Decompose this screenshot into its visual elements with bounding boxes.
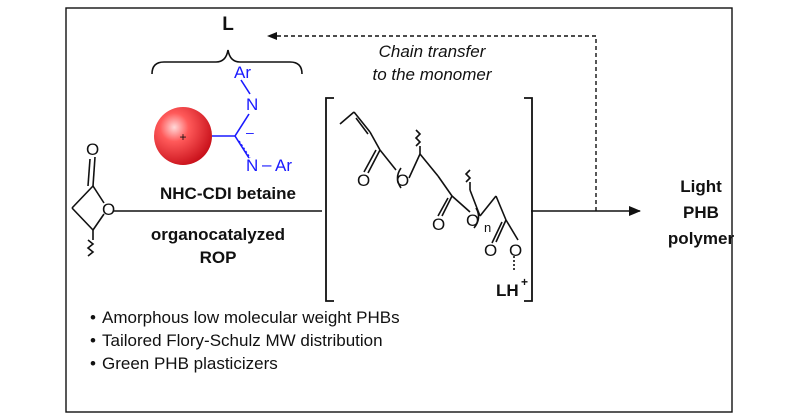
bullet-icon: • xyxy=(90,308,96,327)
betaine-name: NHC-CDI betaine xyxy=(160,184,296,203)
chain-transfer-arrow xyxy=(267,32,597,211)
cdi-ar-bottom: Ar xyxy=(275,156,292,175)
counter-cation: LH xyxy=(496,281,519,300)
product-line3: polymer xyxy=(668,229,735,248)
chain-transfer-line2: to the monomer xyxy=(372,65,492,84)
monomer-o-carbonyl: O xyxy=(86,140,99,159)
highlights-list: • Amorphous low molecular weight PHBs • Ta… xyxy=(90,306,400,375)
polymer-o4: O xyxy=(466,211,479,230)
highlight-text: Green PHB plasticizers xyxy=(102,354,278,373)
cdi-anion: – xyxy=(246,124,254,140)
highlight-text: Tailored Flory-Schulz MW distribution xyxy=(102,331,383,350)
polymer-o6: O xyxy=(509,241,522,260)
conditions-line1: organocatalyzed xyxy=(151,225,285,244)
ligand-label: L xyxy=(222,14,234,35)
cdi-n-top: N xyxy=(246,95,258,114)
cdi-fragment xyxy=(212,79,251,159)
highlight-item: • Amorphous low molecular weight PHBs xyxy=(90,306,400,329)
nhc-charge: + xyxy=(179,130,186,144)
counter-cation-charge: + xyxy=(521,275,528,289)
cdi-ar-top: Ar xyxy=(234,63,251,82)
right-bracket xyxy=(524,97,533,302)
polymer-structure xyxy=(339,111,519,272)
left-bracket xyxy=(325,97,334,302)
polymer-repeat-n: n xyxy=(484,220,491,235)
ligand-brace xyxy=(151,49,303,75)
bullet-icon: • xyxy=(90,331,96,350)
polymer-o1: O xyxy=(357,171,370,190)
monomer-o-ring: O xyxy=(102,200,115,219)
polymer-o5: O xyxy=(484,241,497,260)
polymer-o2: O xyxy=(396,171,409,190)
cdi-dash: – xyxy=(262,155,272,174)
bullet-icon: • xyxy=(90,354,96,373)
frame-border xyxy=(65,7,733,413)
conditions-line2: ROP xyxy=(200,248,237,267)
monomer-structure xyxy=(71,156,105,257)
highlight-text: Amorphous low molecular weight PHBs xyxy=(102,308,400,327)
nhc-sphere xyxy=(154,107,212,165)
polymer-o3: O xyxy=(432,215,445,234)
chain-transfer-line1: Chain transfer xyxy=(379,42,487,61)
cdi-n-bottom: N xyxy=(246,156,258,175)
highlight-item: • Green PHB plasticizers xyxy=(90,352,400,375)
product-line2: PHB xyxy=(683,203,719,222)
product-line1: Light xyxy=(680,177,722,196)
highlight-item: • Tailored Flory-Schulz MW distribution xyxy=(90,329,400,352)
